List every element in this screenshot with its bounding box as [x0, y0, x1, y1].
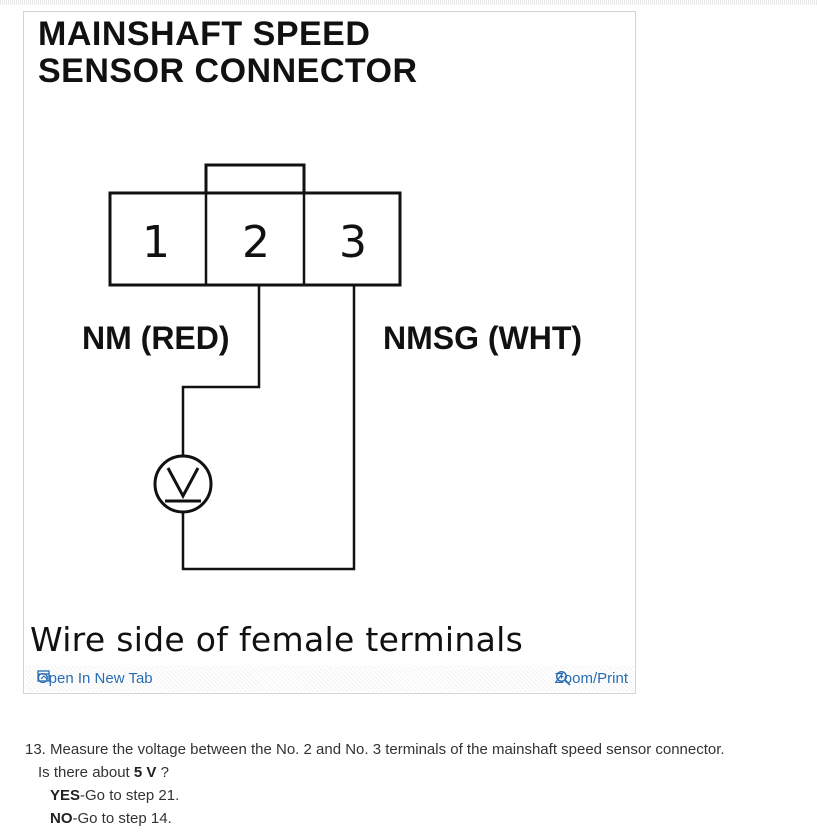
step-question: Is there about 5 V ?	[25, 761, 805, 784]
yes-branch: YES-Go to step 21.	[25, 784, 805, 807]
open-new-tab-label: Open In New Tab	[37, 670, 153, 687]
step-instruction: 13. Measure the voltage between the No. …	[25, 741, 725, 758]
connector-body	[108, 191, 402, 287]
connector-lock-tab	[204, 163, 306, 195]
terminal-2-number: 2	[242, 217, 270, 268]
diagram-figure: 1 2 3 MAINSHAFT SPEED SENSOR CONNECTOR N…	[23, 11, 636, 694]
zoom-print-link[interactable]: Zoom/Print	[555, 670, 628, 687]
wire-label-nmsg: NMSG (WHT)	[383, 320, 583, 356]
no-label: NO	[50, 810, 73, 827]
question-prefix: Is there about	[38, 764, 130, 781]
question-value: 5 V	[133, 764, 157, 781]
yes-text: -Go to step 21.	[80, 787, 180, 804]
diagram-caption: Wire side of female terminals	[30, 620, 524, 659]
connector-diagram: 1 2 3	[108, 163, 402, 571]
terminal-1-number: 1	[142, 217, 170, 268]
wire-nmsg-wht	[181, 285, 356, 571]
no-branch: NO-Go to step 14.	[25, 807, 805, 830]
wire-nm-red	[181, 285, 261, 457]
figure-toolbar: Open In New Tab Zoom/Print	[25, 665, 634, 692]
terminal-3-number: 3	[339, 217, 367, 268]
open-new-tab-link[interactable]: Open In New Tab	[37, 670, 153, 687]
procedure-step: 13. Measure the voltage between the No. …	[25, 738, 805, 830]
no-text: -Go to step 14.	[72, 810, 172, 827]
yes-label: YES	[50, 787, 81, 804]
wire-label-nm: NM (RED)	[82, 320, 230, 356]
voltmeter-icon	[153, 454, 213, 514]
diagram-title: MAINSHAFT SPEED SENSOR CONNECTOR	[38, 15, 418, 90]
zoom-print-label: Zoom/Print	[554, 670, 628, 687]
question-suffix: ?	[160, 764, 169, 781]
zoom-magnifier-icon	[555, 670, 571, 686]
top-border-strip	[0, 0, 817, 5]
open-new-tab-icon	[37, 670, 50, 682]
